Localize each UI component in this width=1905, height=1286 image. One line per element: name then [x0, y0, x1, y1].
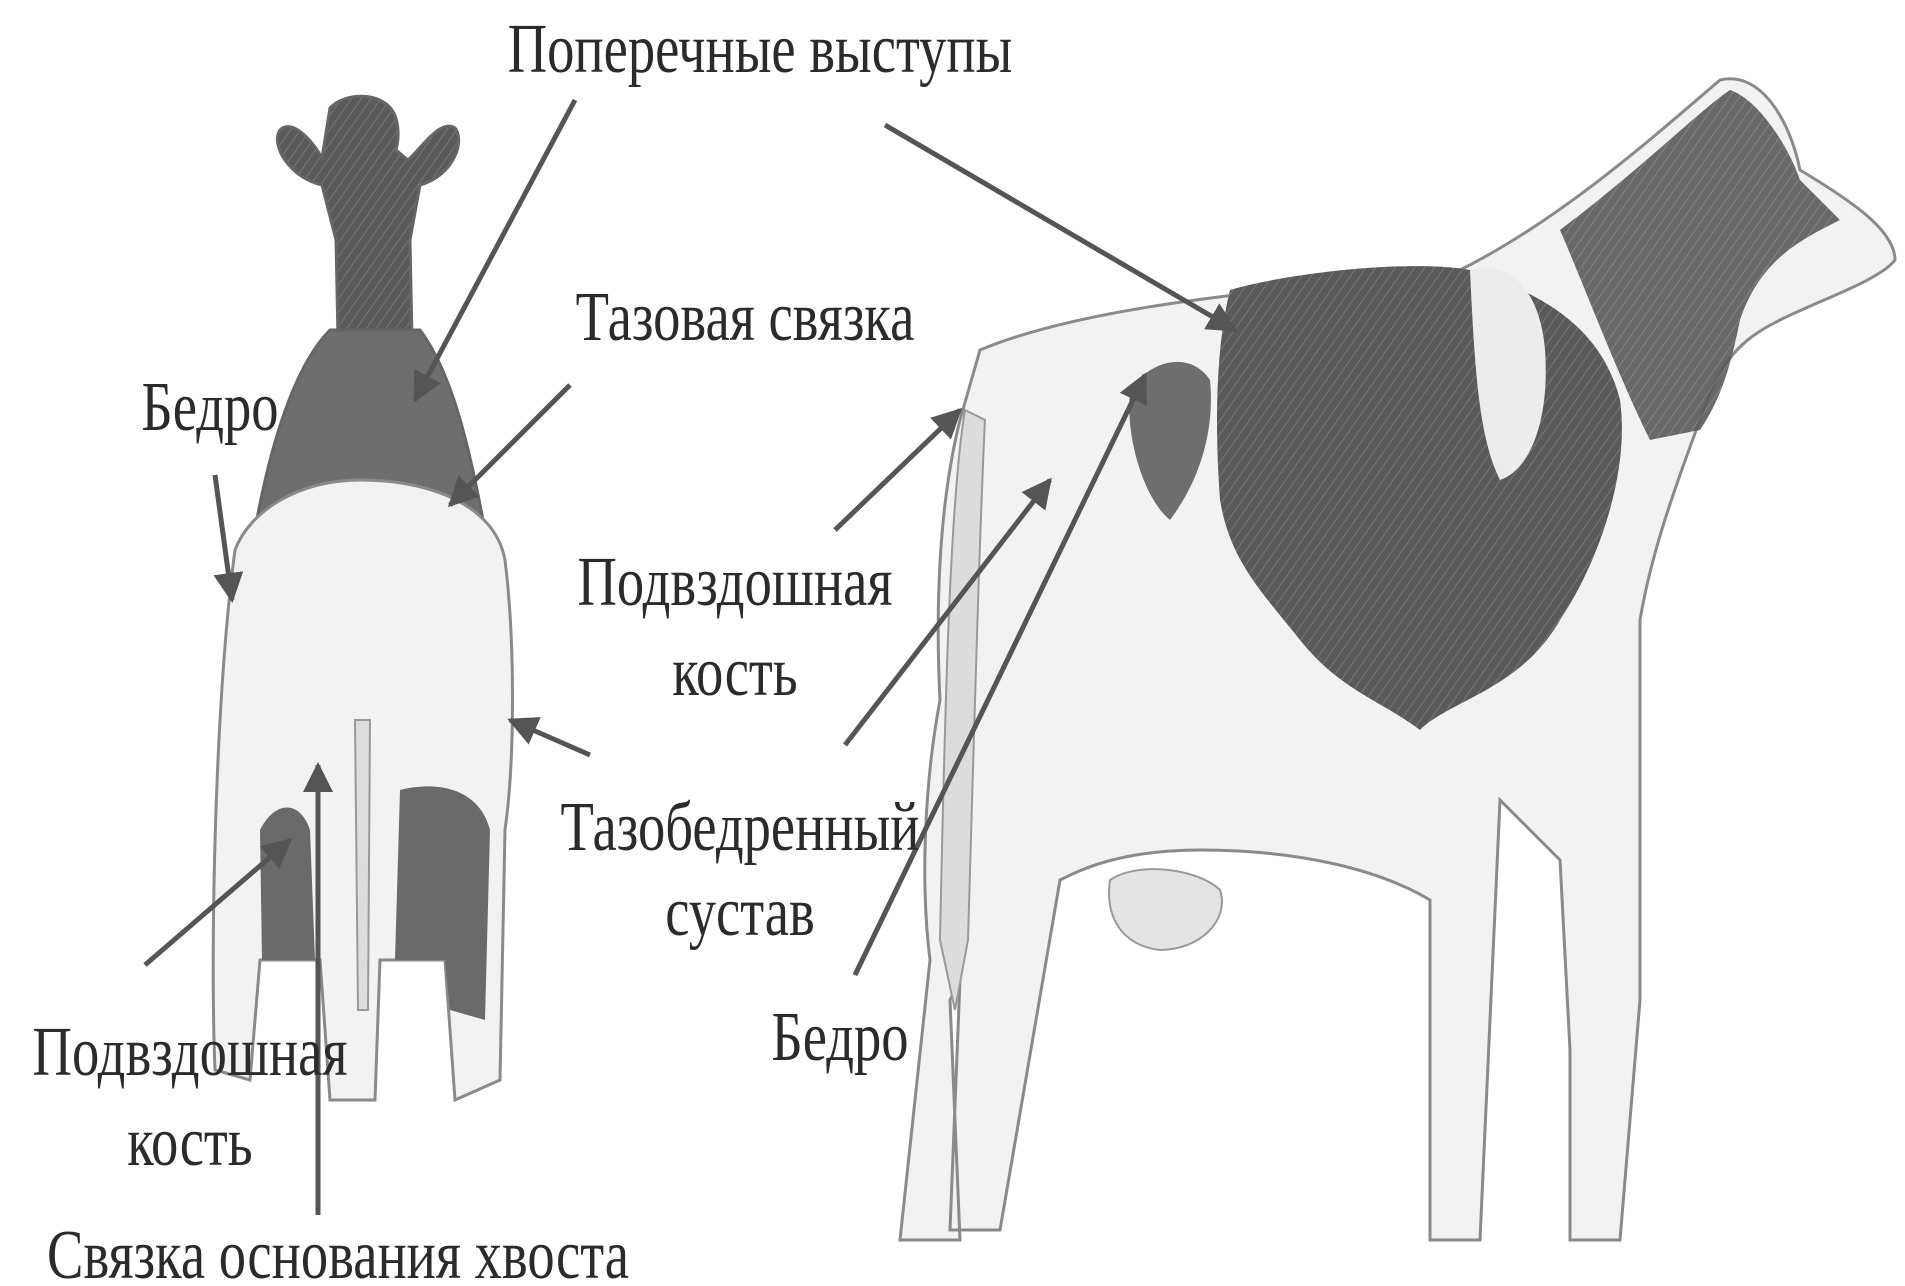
label-ilium-rear-line1: Подвздошная: [33, 1013, 348, 1091]
cow-side-udder: [1109, 869, 1222, 950]
arrow-transverse-to-side: [885, 125, 1235, 330]
label-thigh-rear: Бедро: [141, 368, 278, 446]
label-hip-joint-line1: Тазобедренный: [561, 788, 920, 866]
arrow-ilium-side-a: [835, 410, 960, 530]
label-transverse-processes: Поперечные выступы: [508, 10, 1013, 88]
cow-rear-head: [277, 96, 458, 340]
cow-side-view: [900, 79, 1895, 1240]
label-thigh-side: Бедро: [771, 998, 908, 1076]
arrow-hip-joint-rear: [510, 720, 590, 755]
cow-rear-leg-spot-right: [395, 786, 490, 1020]
label-tailhead-ligament: Связка основания хвоста: [47, 1216, 629, 1286]
arrow-thigh-rear: [215, 475, 232, 600]
label-ilium-side-line2: кость: [672, 633, 797, 711]
label-hip-joint-line2: сустав: [665, 873, 815, 951]
cow-rear-tail: [355, 720, 370, 1010]
label-pelvic-ligament: Тазовая связка: [576, 278, 915, 356]
cow-rear-view: [213, 96, 512, 1100]
label-ilium-side-line1: Подвздошная: [578, 543, 893, 621]
cow-rear-leg-spot-left: [260, 808, 315, 961]
label-ilium-rear-line2: кость: [127, 1103, 252, 1181]
